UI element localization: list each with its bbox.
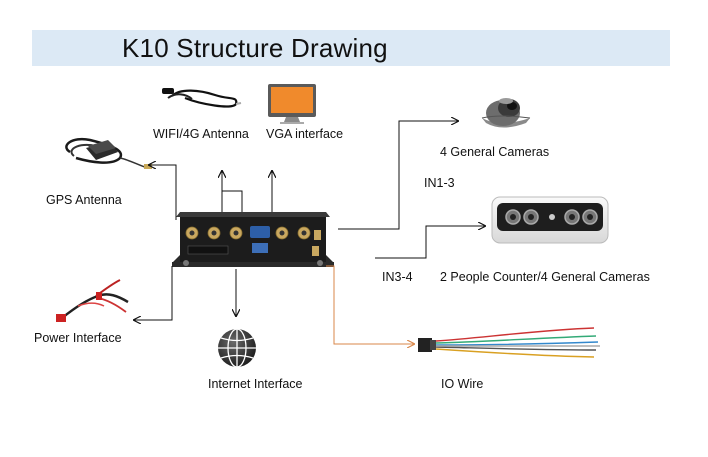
gps-antenna-icon bbox=[65, 137, 152, 169]
arrow-to-power bbox=[134, 266, 173, 320]
label-vga-interface: VGA interface bbox=[266, 127, 344, 141]
arrow-to-cameras bbox=[338, 121, 458, 230]
arrow-to-people-counter bbox=[375, 226, 485, 259]
internet-globe-icon bbox=[218, 328, 256, 368]
wifi-4g-antenna-icon bbox=[162, 88, 242, 108]
people-counter-camera-icon bbox=[491, 196, 609, 244]
label-in1-3: IN1-3 bbox=[424, 176, 455, 190]
diagram-title: K10 Structure Drawing bbox=[122, 33, 388, 63]
label-internet-interface: Internet Interface bbox=[208, 377, 303, 391]
label-4-general-cameras: 4 General Cameras bbox=[440, 145, 550, 159]
label-in3-4: IN3-4 bbox=[382, 270, 413, 284]
label-io-wire: IO Wire bbox=[441, 377, 484, 391]
io-wire-harness-icon bbox=[418, 327, 600, 358]
vga-monitor-icon bbox=[268, 84, 316, 124]
title-bar bbox=[32, 30, 670, 66]
label-people-counter: 2 People Counter/4 General Cameras bbox=[440, 270, 650, 284]
dome-camera-icon bbox=[481, 98, 531, 128]
power-cable-icon bbox=[56, 279, 129, 322]
connector-lines bbox=[134, 121, 485, 320]
label-power-interface: Power Interface bbox=[34, 331, 122, 345]
arrow-wifi-branch bbox=[222, 190, 243, 212]
label-gps-antenna: GPS Antenna bbox=[46, 193, 122, 207]
label-wifi-4g-antenna: WIFI/4G Antenna bbox=[153, 127, 249, 141]
arrow-to-io-wire bbox=[326, 265, 414, 344]
arrow-to-gps bbox=[149, 165, 177, 220]
k10-dvr-device bbox=[172, 212, 334, 267]
